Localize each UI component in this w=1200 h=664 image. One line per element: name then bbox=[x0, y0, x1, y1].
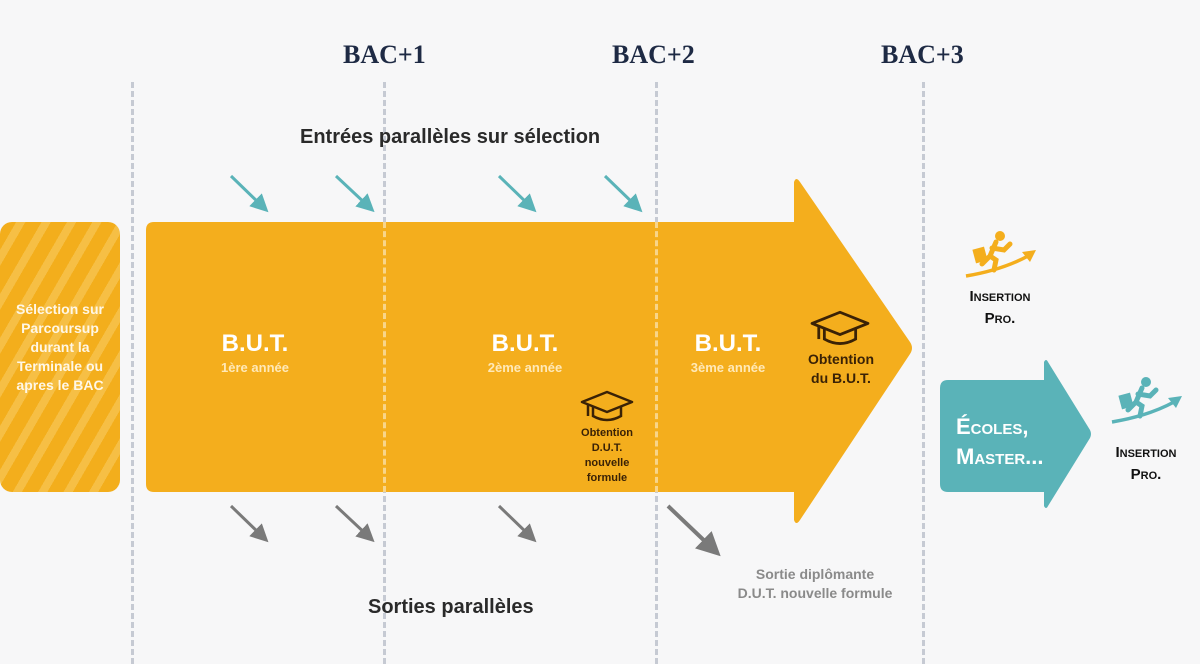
divider-line bbox=[131, 82, 134, 664]
exits-title: Sorties parallèles bbox=[368, 596, 534, 618]
sortie-diplomante-text: Sortie diplômante D.U.T. nouvelle formul… bbox=[737, 566, 893, 601]
insertion-pro-bottom: Insertion Pro. bbox=[1115, 444, 1177, 483]
graduation-cap-icon bbox=[580, 390, 634, 422]
year-2: B.U.T. 2ème année bbox=[487, 330, 563, 375]
main-progress-arrow bbox=[146, 179, 912, 523]
level-bac3: BAC+3 bbox=[881, 40, 964, 69]
entries-title: Entrées parallèles sur sélection bbox=[300, 126, 601, 148]
career-climb-icon bbox=[965, 231, 1036, 278]
ecoles-arrow bbox=[940, 360, 1091, 508]
year-3: B.U.T. 3ème année bbox=[690, 330, 766, 375]
divider-line-inner bbox=[655, 222, 658, 492]
selection-box: Sélection sur Parcoursup durant la Termi… bbox=[0, 222, 120, 492]
but-milestone-text: Obtention du B.U.T. bbox=[807, 351, 875, 386]
selection-text: Sélection sur Parcoursup durant la Termi… bbox=[16, 301, 104, 393]
insertion-pro-top: Insertion Pro. bbox=[969, 288, 1031, 327]
divider-line-inner bbox=[383, 222, 386, 492]
career-climb-icon bbox=[1111, 377, 1182, 424]
ecoles-text: Écoles, Master... bbox=[956, 414, 1044, 469]
level-bac1: BAC+1 bbox=[343, 40, 426, 69]
divider-line bbox=[922, 82, 925, 664]
graduation-cap-icon bbox=[810, 310, 870, 345]
dut-milestone-text: Obtention D.U.T. nouvelle formule bbox=[581, 427, 633, 484]
year-1: B.U.T. 1ère année bbox=[221, 330, 289, 375]
level-bac2: BAC+2 bbox=[612, 40, 695, 69]
